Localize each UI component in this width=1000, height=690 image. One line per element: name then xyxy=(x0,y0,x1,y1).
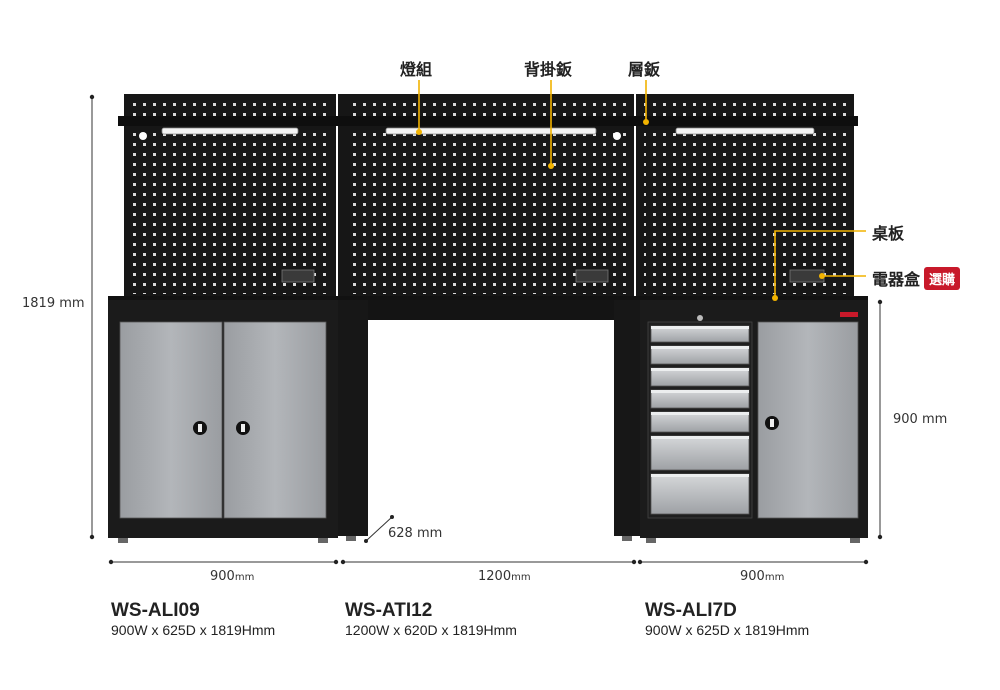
total-height-label: 1819 mm xyxy=(22,296,85,311)
callout-light-set: 燈組 xyxy=(400,60,433,79)
model-spec: 1200W x 620D x 1819Hmm xyxy=(345,622,517,638)
callout-power-box-label: 電器盒 xyxy=(872,270,921,289)
optional-badge: 選購 xyxy=(924,267,961,290)
drawer-handle xyxy=(651,436,749,439)
desk-top xyxy=(108,296,868,302)
model-name: WS-ATI12 xyxy=(345,600,433,621)
callout-shelf-panel: 層鈑 xyxy=(628,60,661,79)
drawer-handle xyxy=(651,368,749,371)
callout-power-box: 電器盒選購 xyxy=(872,266,961,290)
right-cabinet xyxy=(640,300,868,543)
shelf-rail xyxy=(118,116,858,126)
model-spec: 900W x 625D x 1819Hmm xyxy=(645,622,810,638)
drawer-handle xyxy=(651,412,749,415)
model-block-right: WS-ALI7D 900W x 625D x 1819Hmm xyxy=(645,600,809,638)
width-middle-label: 1200mm xyxy=(478,569,531,584)
drawer-handle xyxy=(651,390,749,393)
light-bar xyxy=(675,127,815,135)
model-block-middle: WS-ATI12 1200W x 620D x 1819Hmm xyxy=(345,600,517,638)
model-block-left: WS-ALI09 900W x 625D x 1819Hmm xyxy=(111,600,275,638)
width-left-label: 900mm xyxy=(210,569,255,584)
left-cabinet xyxy=(108,300,338,543)
drawer-handle xyxy=(651,474,749,477)
power-box xyxy=(281,269,315,283)
width-right-label: 900mm xyxy=(740,569,785,584)
middle-bench xyxy=(338,300,640,541)
cabinet-height-label: 900 mm xyxy=(893,412,948,427)
power-box xyxy=(575,269,609,283)
drawer xyxy=(650,473,750,515)
model-name: WS-ALI09 xyxy=(111,600,200,621)
drawer xyxy=(650,435,750,471)
drawer-handle xyxy=(651,326,749,329)
callout-back-panel: 背掛鈑 xyxy=(524,60,573,79)
model-name: WS-ALI7D xyxy=(645,600,737,621)
callout-desk-top: 桌板 xyxy=(872,224,905,243)
model-spec: 900W x 625D x 1819Hmm xyxy=(111,622,276,638)
light-bar xyxy=(161,127,299,135)
drawer-handle xyxy=(651,346,749,349)
power-box xyxy=(789,269,825,283)
callout-leaders xyxy=(418,80,866,298)
depth-label: 628 mm xyxy=(388,526,443,541)
light-bar xyxy=(385,127,597,135)
